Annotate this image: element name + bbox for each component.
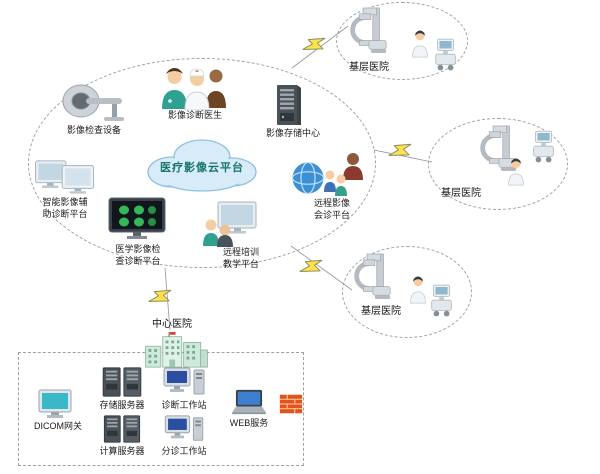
server-tower-icon bbox=[277, 85, 301, 125]
basic-hospital-2-boundary bbox=[428, 118, 568, 210]
label-exam-platform: 医学影像检 查诊断平台 bbox=[115, 244, 161, 266]
lightning-bolt-icon bbox=[299, 259, 323, 273]
xray-machine-icon bbox=[350, 7, 387, 54]
laptop-icon bbox=[232, 389, 266, 415]
globe-people-icon bbox=[291, 153, 363, 196]
label-web-service: WEB服务 bbox=[229, 418, 269, 428]
person-icon bbox=[410, 276, 426, 304]
medical-monitor-icon bbox=[108, 197, 166, 239]
ct-scanner-icon bbox=[62, 84, 124, 121]
basic-hospital-1-boundary bbox=[336, 2, 468, 80]
firewall-icon bbox=[279, 394, 303, 414]
label-triage-workstation: 分诊工作站 bbox=[161, 446, 207, 456]
ultrasound-cart-icon bbox=[435, 38, 456, 71]
label-consultation-platform: 远程影像 会诊平台 bbox=[313, 198, 350, 220]
person-icon bbox=[412, 30, 428, 58]
lightning-bolt-icon bbox=[302, 37, 326, 51]
cloud-platform-boundary bbox=[28, 58, 376, 268]
label-training-platform: 远程培训 教学平台 bbox=[222, 247, 259, 269]
cloud-icon bbox=[147, 139, 257, 192]
label-basic-hospital-1: 基层医院 bbox=[349, 62, 389, 73]
person-icon bbox=[508, 158, 524, 186]
label-diagnosis-doctors: 影像诊断医生 bbox=[167, 110, 222, 120]
label-diagnosis-workstation: 诊断工作站 bbox=[161, 400, 207, 410]
label-compute-server: 计算服务器 bbox=[99, 446, 145, 456]
label-basic-hospital-2: 基层医院 bbox=[441, 188, 481, 199]
hospital-building-icon bbox=[145, 331, 208, 368]
label-storage-server: 存储服务器 bbox=[99, 400, 145, 410]
cloud-platform-node: 医疗影像云平台 bbox=[138, 132, 266, 196]
server-pair-icon bbox=[102, 367, 142, 397]
label-basic-hospital-3: 基层医院 bbox=[361, 306, 401, 317]
doctors-icon bbox=[162, 68, 226, 110]
workstation-icon bbox=[164, 415, 204, 441]
dicom-monitor-icon bbox=[38, 389, 72, 418]
cloud-platform-label: 医疗影像云平台 bbox=[160, 162, 244, 174]
label-ai-platform: 智能影像辅 助诊断平台 bbox=[42, 197, 88, 219]
label-central-hospital: 中心医院 bbox=[152, 319, 192, 330]
basic-hospital-3-boundary bbox=[342, 246, 472, 338]
workstation-icon bbox=[163, 367, 205, 395]
label-imaging-equipment: 影像检查设备 bbox=[66, 125, 121, 135]
dual-monitor-icon bbox=[35, 160, 94, 194]
xray-machine-icon bbox=[480, 125, 517, 172]
label-dicom-gateway: DICOM网关 bbox=[34, 421, 82, 431]
label-storage-center: 影像存储中心 bbox=[265, 128, 320, 138]
lightning-bolt-icon bbox=[148, 289, 172, 303]
lightning-bolt-icon bbox=[388, 143, 412, 157]
xray-machine-icon bbox=[354, 253, 391, 300]
training-screen-icon bbox=[203, 201, 257, 247]
server-pair-icon bbox=[103, 415, 141, 443]
ultrasound-cart-icon bbox=[533, 130, 554, 163]
ultrasound-cart-icon bbox=[431, 284, 452, 317]
